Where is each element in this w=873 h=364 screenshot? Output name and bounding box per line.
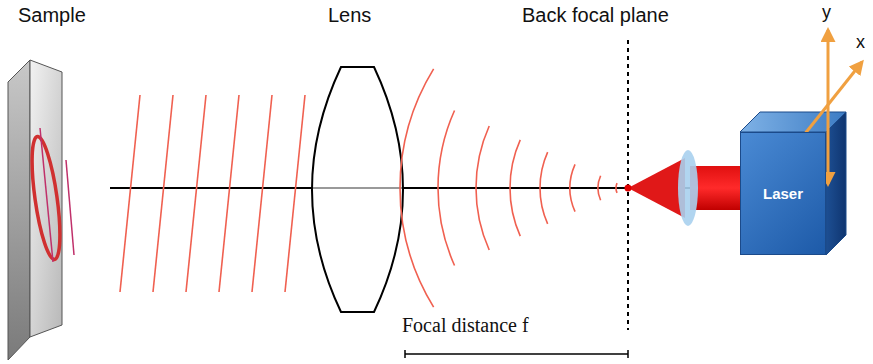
part-label: Lens [328,4,371,27]
sample-plate [8,60,74,360]
part-label: Back focal plane [522,4,669,27]
laser-box: Laser [740,132,826,255]
dimension-tick [404,350,406,358]
laser-label: Laser [763,185,803,202]
axis-label: y [822,2,831,23]
axis-label: x [856,32,865,53]
lens [312,67,403,312]
optical-axis [110,187,700,189]
focal-distance-line [405,353,628,355]
focused-beam [628,158,685,218]
focusing-lens [678,150,698,226]
focal-spot [625,185,632,192]
dimension-tick [627,350,629,358]
dimension-label: Focal distance f [402,314,529,337]
part-label: Sample [18,4,86,27]
plane-wavefronts [120,95,305,292]
spherical-wavefronts [400,69,617,307]
